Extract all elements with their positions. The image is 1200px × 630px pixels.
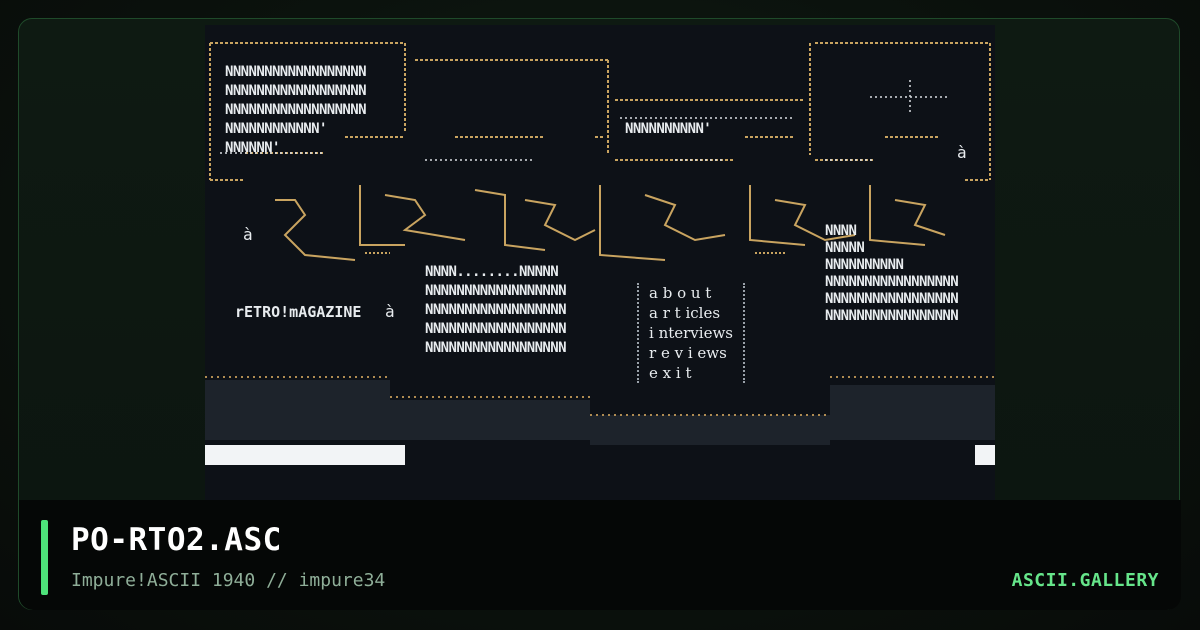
progress-bar-left [205,445,405,465]
ascii-row: NNNNNNNNNNNNNNNNNN [225,64,367,80]
white-dotted-lines [220,80,950,161]
glyph-mark-magazine: à [385,302,395,321]
brand-link[interactable]: ASCII.GALLERY [1011,570,1159,591]
artwork-subtitle: Impure!ASCII 1940 // impure34 [71,570,386,591]
ascii-row: NNNNNNNNNNNNNNNNNN [225,102,367,118]
ascii-row: NNNNNNNNNNNNNNNNNN [225,83,367,99]
artwork-title: PO-RTO2.ASC [71,522,282,558]
ascii-row: NNNNNNNNNNNNNNNNN [825,308,959,324]
dim-texture-areas [205,380,995,445]
ascii-row: NNNNNNNNNN [825,257,904,273]
ascii-row: NNNNNNNNNNNNNNNNNN [425,302,567,318]
progress-bar-right [975,445,995,465]
n-block-left: NNNNNNNNNNNNNNNNNN NNNNNNNNNNNNNNNNNN NNNN… [225,63,367,158]
ascii-row: NNNN [825,223,857,239]
menu-item[interactable]: a b o u t [649,284,712,302]
ascii-row: NNNN........NNNNN [425,264,559,280]
ascii-row: NNNNNNNNNNNNNNNNNN [425,340,567,356]
gold-dotted-divider [205,376,995,416]
ascii-row: NNNNNNNNNNNNNNNNNN [425,321,567,337]
ascii-row: NNNNNNNNNNNNNNNNNN [425,283,567,299]
ascii-row: NNNNNNNNNNNN' [225,121,327,137]
gold-ribbon-lines [275,185,946,261]
n-block-mid: NNNNNNNNNN' [625,121,712,137]
menu-item[interactable]: r e v i ews [649,344,727,362]
ascii-row: NNNNNNNNNNNNNNNNN [825,291,959,307]
caption-bar: PO-RTO2.ASC Impure!ASCII 1940 // impure3… [19,500,1181,610]
magazine-title: rETRO!mAGAZINE [235,303,362,321]
glyph-mark-top-right: à [957,143,967,162]
n-block-center: NNNN........NNNNN NNNNNNNNNNNNNNNNNN NNNNN… [425,263,567,358]
accent-bar [41,520,48,595]
menu-item[interactable]: a r t icles [649,304,721,322]
ascii-row: NNNNNN' [225,140,280,156]
glyph-mark-left: à [243,225,253,244]
ascii-row: NNNNNNNNNNNNNNNNN [825,274,959,290]
menu-item[interactable]: i nterviews [649,324,733,342]
ascii-row: NNNNN [825,240,865,256]
menu-list: a b o u t a r t icles i nterviews r e v i e… [637,283,745,383]
menu-item[interactable]: e x i t [649,364,692,382]
